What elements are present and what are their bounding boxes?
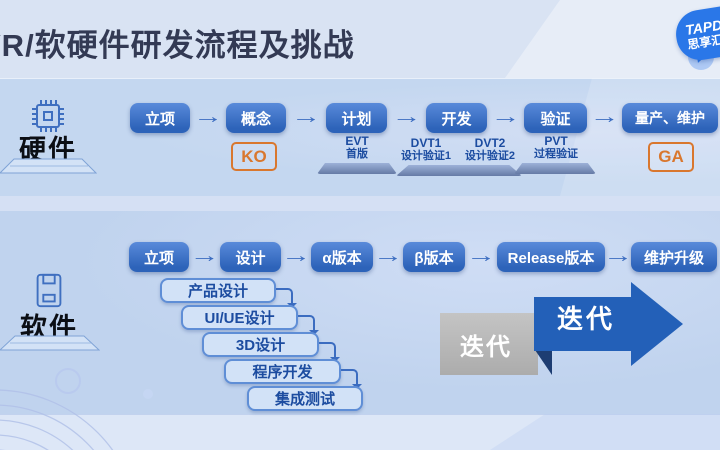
milestone-pedestal — [514, 163, 596, 174]
sw-step-alpha: α版本 — [311, 242, 373, 272]
flow-arrow-icon: → — [193, 106, 223, 128]
flow-arrow-icon: → — [391, 106, 422, 128]
sw-step-kickoff: 立项 — [129, 242, 189, 272]
iteration-gray-label: 迭代 — [460, 333, 512, 361]
pvt-title: PVT — [544, 134, 568, 148]
sw-step-release: Release版本 — [497, 242, 605, 272]
dvt2-milestone: DVT2 设计验证2 — [458, 137, 522, 163]
flow-arrow-icon: → — [373, 245, 403, 267]
iteration-blue-label: 迭代 — [556, 304, 615, 334]
design-stage-box: 集成测试 — [247, 386, 363, 411]
pvt-milestone: PVT 过程验证 — [518, 135, 594, 161]
bottom-band — [0, 414, 720, 450]
design-stage-box: 产品设计 — [160, 278, 276, 303]
flow-arrow-icon: → — [466, 245, 496, 267]
sw-step-beta: β版本 — [403, 242, 465, 272]
evt-milestone: EVT 首版 — [321, 135, 393, 161]
hw-step-mass-production: 量产、维护 — [622, 103, 718, 133]
ga-badge: GA — [648, 142, 694, 172]
dvt1-milestone: DVT1 设计验证1 — [394, 137, 458, 163]
sw-step-design: 设计 — [220, 242, 281, 272]
sw-step-maintain: 维护升级 — [631, 242, 717, 272]
pvt-subtitle: 过程验证 — [534, 148, 578, 160]
page-title: VR/软硬件研发流程及挑战 — [0, 28, 355, 63]
flow-arrow-icon: → — [603, 245, 633, 267]
dvt2-subtitle: 设计验证2 — [464, 150, 516, 162]
ko-badge: KO — [231, 142, 277, 171]
hw-step-plan: 计划 — [326, 103, 387, 133]
evt-subtitle: 首版 — [346, 148, 368, 160]
hw-step-verify: 验证 — [524, 103, 587, 133]
design-stage-box: UI/UE设计 — [181, 305, 298, 330]
milestone-pedestal — [317, 163, 397, 174]
flow-arrow-icon: → — [589, 106, 620, 128]
dvt1-title: DVT1 — [410, 136, 442, 150]
flow-arrow-icon: → — [189, 245, 220, 267]
hw-step-concept: 概念 — [226, 103, 286, 133]
hw-step-develop: 开发 — [426, 103, 487, 133]
evt-title: EVT — [345, 134, 369, 148]
divider-band — [0, 196, 720, 212]
flow-arrow-icon: → — [490, 106, 521, 128]
hardware-section-label: 硬件 — [19, 135, 77, 165]
flow-arrow-icon: → — [281, 245, 311, 267]
title-band — [0, 0, 720, 78]
milestone-pedestal — [396, 165, 522, 176]
software-section-label: 软件 — [20, 313, 78, 343]
flow-arrow-icon: → — [291, 106, 321, 128]
design-stage-box: 程序开发 — [224, 359, 341, 384]
hw-step-kickoff: 立项 — [130, 103, 190, 133]
dvt1-subtitle: 设计验证1 — [400, 150, 452, 162]
iteration-box-gray: 迭代 — [440, 313, 538, 375]
hardware-band — [0, 78, 720, 197]
dvt2-title: DVT2 — [474, 136, 506, 150]
design-stage-box: 3D设计 — [202, 332, 319, 357]
